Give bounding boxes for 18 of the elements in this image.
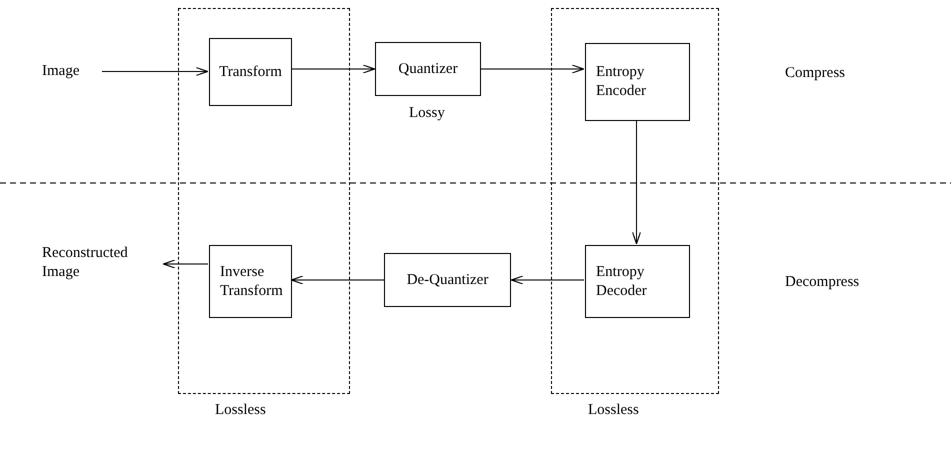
process-box (209, 245, 292, 318)
process-box (585, 245, 690, 318)
section-label: Compress (785, 64, 845, 83)
box-label: Transform (219, 62, 282, 82)
process-box (585, 43, 690, 121)
process-box (209, 38, 292, 106)
box-label: Quantizer (398, 60, 458, 78)
node-text: Reconstructed Image (42, 244, 129, 282)
section-label: Decompress (785, 273, 860, 292)
box-label: Inverse Transform (219, 262, 284, 300)
node-text: Image (42, 62, 80, 81)
box-label: De-Quantizer (406, 270, 488, 290)
node-caption: Lossy (409, 105, 445, 122)
process-box (384, 253, 511, 307)
box-label: Entropy Encoder (595, 63, 647, 101)
group-label: Lossless (588, 401, 639, 420)
group-label: Lossless (215, 401, 266, 420)
box-label: Entropy Decoder (595, 262, 648, 300)
